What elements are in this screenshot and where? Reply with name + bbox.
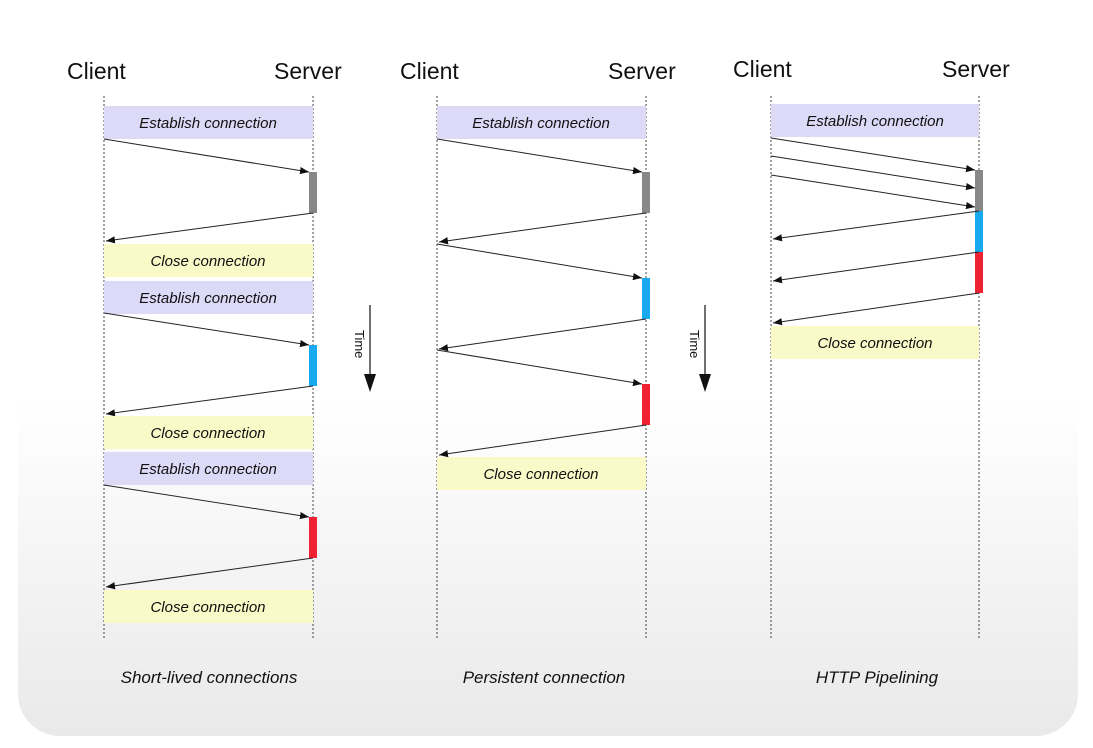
panel-short-lived: Client Server Establish connection Close…: [67, 58, 342, 687]
close-connection-box: [771, 326, 979, 359]
request-arrow: [436, 349, 643, 387]
close-connection-label: Close connection: [483, 466, 598, 483]
request-arrow: [770, 155, 976, 191]
close-connection-box: [104, 416, 313, 449]
response-arrow: [438, 424, 647, 458]
request-arrow: [103, 484, 310, 520]
processing-bar-blue: [309, 345, 317, 386]
panel-caption: Persistent connection: [463, 668, 626, 687]
establish-connection-label: Establish connection: [139, 461, 277, 478]
response-arrow: [772, 292, 980, 326]
response-arrow: [105, 212, 314, 244]
response-arrow: [105, 385, 314, 417]
establish-connection-box: [104, 281, 313, 314]
establish-connection-label: Establish connection: [472, 115, 610, 132]
response-arrow: [438, 212, 647, 245]
close-connection-label: Close connection: [150, 253, 265, 270]
processing-bar-grey: [309, 172, 317, 213]
time-label: Time: [352, 330, 367, 358]
processing-bar-blue: [642, 278, 650, 319]
close-connection-label: Close connection: [150, 425, 265, 442]
establish-connection-box: [437, 106, 646, 139]
client-label: Client: [400, 58, 459, 84]
request-arrow: [770, 174, 976, 210]
close-connection-box: [104, 590, 313, 623]
establish-connection-box: [104, 106, 313, 139]
request-arrow: [103, 138, 310, 175]
client-label: Client: [67, 58, 126, 84]
response-arrow: [105, 557, 314, 590]
panel-caption: HTTP Pipelining: [816, 668, 939, 687]
panel-persistent: Client Server Establish connection Close…: [400, 58, 676, 687]
request-arrow: [436, 243, 643, 281]
processing-bar-red: [975, 252, 983, 293]
establish-connection-label: Establish connection: [806, 113, 944, 130]
panel-pipelining: Client Server Establish connection Close…: [733, 56, 1010, 687]
close-connection-box: [437, 457, 646, 490]
server-label: Server: [942, 56, 1010, 82]
client-label: Client: [733, 56, 792, 82]
processing-bar-grey: [642, 172, 650, 213]
processing-bar-grey: [975, 170, 983, 211]
close-connection-label: Close connection: [817, 335, 932, 352]
time-label: Time: [687, 330, 702, 358]
establish-connection-label: Establish connection: [139, 115, 277, 132]
processing-bar-blue: [975, 211, 983, 252]
server-label: Server: [274, 58, 342, 84]
close-connection-label: Close connection: [150, 599, 265, 616]
request-arrow: [436, 138, 643, 175]
request-arrow: [103, 312, 310, 348]
request-arrow: [770, 137, 976, 173]
establish-connection-box: [104, 452, 313, 485]
processing-bar-red: [309, 517, 317, 558]
response-arrow: [772, 210, 980, 242]
server-label: Server: [608, 58, 676, 84]
response-arrow: [772, 251, 980, 284]
time-arrow: Time: [352, 305, 376, 392]
close-connection-box: [104, 244, 313, 277]
establish-connection-label: Establish connection: [139, 290, 277, 307]
response-arrow: [438, 318, 647, 352]
panel-caption: Short-lived connections: [121, 668, 298, 687]
processing-bar-red: [642, 384, 650, 425]
time-arrow: Time: [687, 305, 711, 392]
establish-connection-box: [771, 104, 979, 137]
